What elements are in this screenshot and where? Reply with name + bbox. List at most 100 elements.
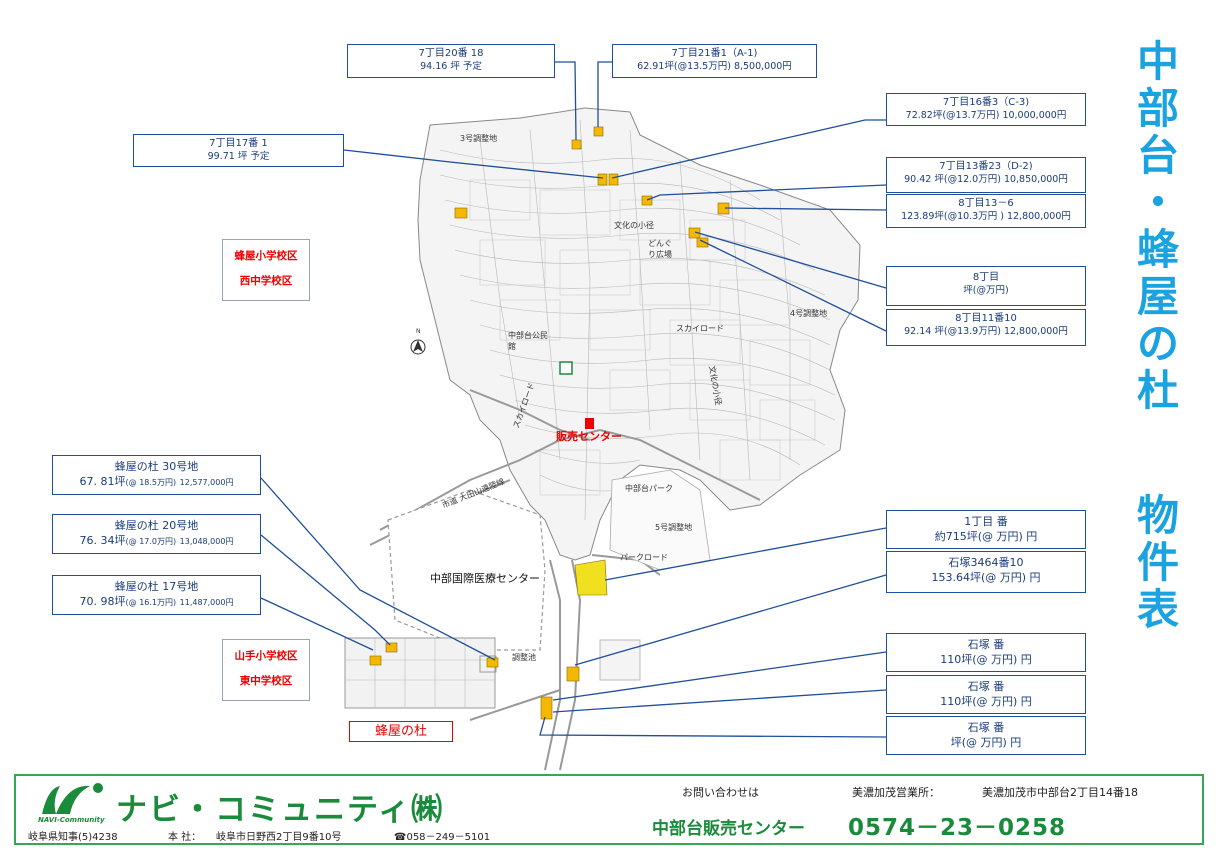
listing-7-16-3: 7丁目16番3（C-3) 72.82坪(@13.7万円) 10,000,000円 bbox=[886, 93, 1086, 126]
listing-8-blank: 8丁目 坪(@万円) bbox=[886, 266, 1086, 306]
listing-7-16-3-line2: 72.82坪(@13.7万円) 10,000,000円 bbox=[905, 110, 1067, 121]
navi-logo-icon bbox=[42, 783, 103, 814]
listing-hachiya-20-price: 13,048,000円 bbox=[179, 537, 234, 546]
listing-7-21-1: 7丁目21番1（A-1) 62.91坪(@13.5万円) 8,500,000円 bbox=[612, 44, 817, 78]
listing-ishizuka-b-line1: 石塚 番 bbox=[967, 680, 1005, 693]
kominkan-label: 中部台公民館 bbox=[508, 331, 548, 351]
listing-ishizuka-c-line1: 石塚 番 bbox=[967, 721, 1005, 734]
listing-hachiya-30-line2: 67. 81坪(@ 18.5万円) 12,577,000円 bbox=[53, 474, 260, 490]
listing-1-blank: 1丁目 番 約715坪(@ 万円) 円 bbox=[886, 510, 1086, 549]
park-label: 中部台パーク bbox=[625, 484, 673, 493]
title-char: 部 bbox=[1136, 84, 1179, 133]
listing-hachiya-20-line1: 蜂屋の杜 20号地 bbox=[114, 519, 199, 532]
school-district-south-junior: 東中学校区 bbox=[239, 675, 293, 687]
listing-1-blank-line2: 約715坪(@ 万円) 円 bbox=[934, 530, 1038, 543]
listing-7-17-1: 7丁目17番 1 99.71 坪 予定 bbox=[133, 134, 344, 167]
listing-7-17-1-line2: 99.71 坪 予定 bbox=[207, 151, 270, 162]
listing-7-17-1-line1: 7丁目17番 1 bbox=[209, 138, 268, 149]
listing-ishizuka-c-line2: 坪(@ 万円) 円 bbox=[950, 736, 1022, 749]
listing-7-16-3-line1: 7丁目16番3（C-3) bbox=[942, 97, 1030, 108]
footer: NAVI-Community ナビ・コミュニティ㈱ 岐阜県知事(5)4238 本… bbox=[14, 774, 1204, 845]
adjust-pond-4-label: 4号調整地 bbox=[790, 309, 828, 318]
listing-7-13-23-line2: 90.42 坪(@12.0万円) 10,850,000円 bbox=[904, 174, 1068, 185]
listing-ishizuka-a-line1: 石塚 番 bbox=[967, 638, 1005, 651]
hospital-site bbox=[387, 489, 546, 651]
title-char: の bbox=[1136, 319, 1179, 368]
hospital-label: 中部国際医療センター bbox=[430, 572, 540, 585]
title-char: 物 bbox=[1136, 491, 1179, 540]
listing-8-11-10: 8丁目11番10 92.14 坪(@13.9万円) 12,800,000円 bbox=[886, 309, 1086, 346]
listing-7-13-23-line1: 7丁目13番23（D-2) bbox=[939, 161, 1033, 172]
listing-hachiya-17-line2: 70. 98坪(@ 16.1万円) 11,487,000円 bbox=[53, 594, 260, 610]
bunka-path-label: 文化の小径 bbox=[614, 221, 654, 230]
listing-1-blank-line1: 1丁目 番 bbox=[964, 515, 1008, 528]
school-district-north-junior: 西中学校区 bbox=[239, 275, 293, 287]
listing-hachiya-17-area: 70. 98坪 bbox=[79, 595, 126, 608]
title-char: ・ bbox=[1136, 178, 1179, 227]
listing-hachiya-30-price: 12,577,000円 bbox=[179, 478, 234, 487]
brand-name: ナビ・コミュニティ㈱ bbox=[116, 792, 445, 828]
north-arrow-icon bbox=[410, 339, 426, 355]
title-char: 中 bbox=[1136, 37, 1179, 86]
listing-hachiya-30: 蜂屋の杜 30号地 67. 81坪(@ 18.5万円) 12,577,000円 bbox=[52, 455, 261, 495]
listing-7-20-18: 7丁目20番 18 94.16 坪 予定 bbox=[347, 44, 555, 78]
listing-hachiya-17-line1: 蜂屋の杜 17号地 bbox=[114, 580, 199, 593]
listing-ishizuka-c: 石塚 番 坪(@ 万円) 円 bbox=[886, 716, 1086, 755]
brand-sub: NAVI-Community bbox=[38, 816, 105, 824]
adjust-pond-3-label: 3号調整地 bbox=[460, 134, 498, 143]
adjust-pond-5-label: 5号調整地 bbox=[655, 523, 693, 532]
listing-8-13-6-line1: 8丁目13－6 bbox=[958, 198, 1014, 209]
listing-hachiya-20-area: 76. 34坪 bbox=[79, 534, 126, 547]
listing-hachiya-17-price: 11,487,000円 bbox=[179, 598, 234, 607]
sales-center-label: 販売センター bbox=[556, 430, 622, 443]
park-road-label: パークロード bbox=[620, 553, 668, 562]
sales-center-phone[interactable]: 0574－23－0258 bbox=[848, 815, 1067, 841]
adjust-pond-label: 調整池 bbox=[512, 653, 536, 662]
office-label: 美濃加茂営業所： bbox=[852, 786, 940, 799]
listing-8-11-10-line1: 8丁目11番10 bbox=[955, 313, 1017, 324]
listing-7-20-18-line2: 94.16 坪 予定 bbox=[420, 61, 482, 72]
listing-hachiya-20-unit: (@ 17.0万円) bbox=[125, 537, 177, 546]
listing-ishizuka-3464-10: 石塚3464番10 153.64坪(@ 万円) 円 bbox=[886, 551, 1086, 593]
listing-ishizuka-a: 石塚 番 110坪(@ 万円) 円 bbox=[886, 633, 1086, 672]
north-label: N bbox=[416, 328, 421, 335]
hq-address: 岐阜市日野西2丁目9番10号 bbox=[216, 832, 342, 843]
listing-8-blank-line1: 8丁目 bbox=[972, 272, 1000, 283]
listing-hachiya-30-unit: (@ 18.5万円) bbox=[125, 478, 177, 487]
listing-ishizuka-a-line2: 110坪(@ 万円) 円 bbox=[940, 653, 1032, 666]
school-district-south-elem: 山手小学校区 bbox=[234, 650, 298, 662]
listing-hachiya-30-area: 67. 81坪 bbox=[79, 475, 126, 488]
title-char: 屋 bbox=[1136, 272, 1179, 321]
listing-ishizuka-3464-10-line2: 153.64坪(@ 万円) 円 bbox=[931, 571, 1041, 584]
title-char: 件 bbox=[1136, 538, 1179, 587]
listing-7-21-1-line2: 62.91坪(@13.5万円) 8,500,000円 bbox=[637, 61, 792, 72]
title-char: 表 bbox=[1136, 585, 1179, 634]
sales-center-name: 中部台販売センター bbox=[652, 819, 805, 839]
listing-ishizuka-b: 石塚 番 110坪(@ 万円) 円 bbox=[886, 675, 1086, 714]
school-district-south: 山手小学校区 東中学校区 bbox=[222, 639, 310, 701]
sky-road-label: スカイロード bbox=[676, 324, 724, 333]
school-district-north: 蜂屋小学校区 西中学校区 bbox=[222, 239, 310, 301]
title-char: 台 bbox=[1136, 131, 1179, 180]
office-address: 美濃加茂市中部台2丁目14番18 bbox=[982, 786, 1138, 799]
listing-7-21-1-line1: 7丁目21番1（A-1) bbox=[671, 48, 758, 59]
page-title: 中 部 台 ・ 蜂 屋 の 杜 物 件 表 bbox=[1132, 38, 1184, 633]
title-char: 蜂 bbox=[1136, 225, 1179, 274]
listing-7-20-18-line1: 7丁目20番 18 bbox=[418, 48, 484, 59]
listing-8-11-10-line2: 92.14 坪(@13.9万円) 12,800,000円 bbox=[904, 326, 1068, 337]
listing-7-13-23: 7丁目13番23（D-2) 90.42 坪(@12.0万円) 10,850,00… bbox=[886, 157, 1086, 193]
dongri-label: どんぐり広場 bbox=[648, 239, 672, 259]
listing-hachiya-17: 蜂屋の杜 17号地 70. 98坪(@ 16.1万円) 11,487,000円 bbox=[52, 575, 261, 615]
listing-ishizuka-3464-10-line1: 石塚3464番10 bbox=[948, 556, 1024, 569]
hq-label: 本 社： bbox=[168, 832, 202, 843]
development-area bbox=[417, 107, 861, 561]
title-char: 杜 bbox=[1136, 366, 1179, 415]
school-district-north-elem: 蜂屋小学校区 bbox=[234, 250, 298, 262]
listing-8-13-6-line2: 123.89坪(@10.3万円 ) 12,800,000円 bbox=[901, 211, 1071, 222]
listing-8-blank-line2: 坪(@万円) bbox=[963, 285, 1009, 296]
listing-hachiya-20: 蜂屋の杜 20号地 76. 34坪(@ 17.0万円) 13,048,000円 bbox=[52, 514, 261, 554]
listing-ishizuka-b-line2: 110坪(@ 万円) 円 bbox=[940, 695, 1032, 708]
listing-hachiya-30-line1: 蜂屋の杜 30号地 bbox=[114, 460, 199, 473]
listing-8-13-6: 8丁目13－6 123.89坪(@10.3万円 ) 12,800,000円 bbox=[886, 194, 1086, 228]
